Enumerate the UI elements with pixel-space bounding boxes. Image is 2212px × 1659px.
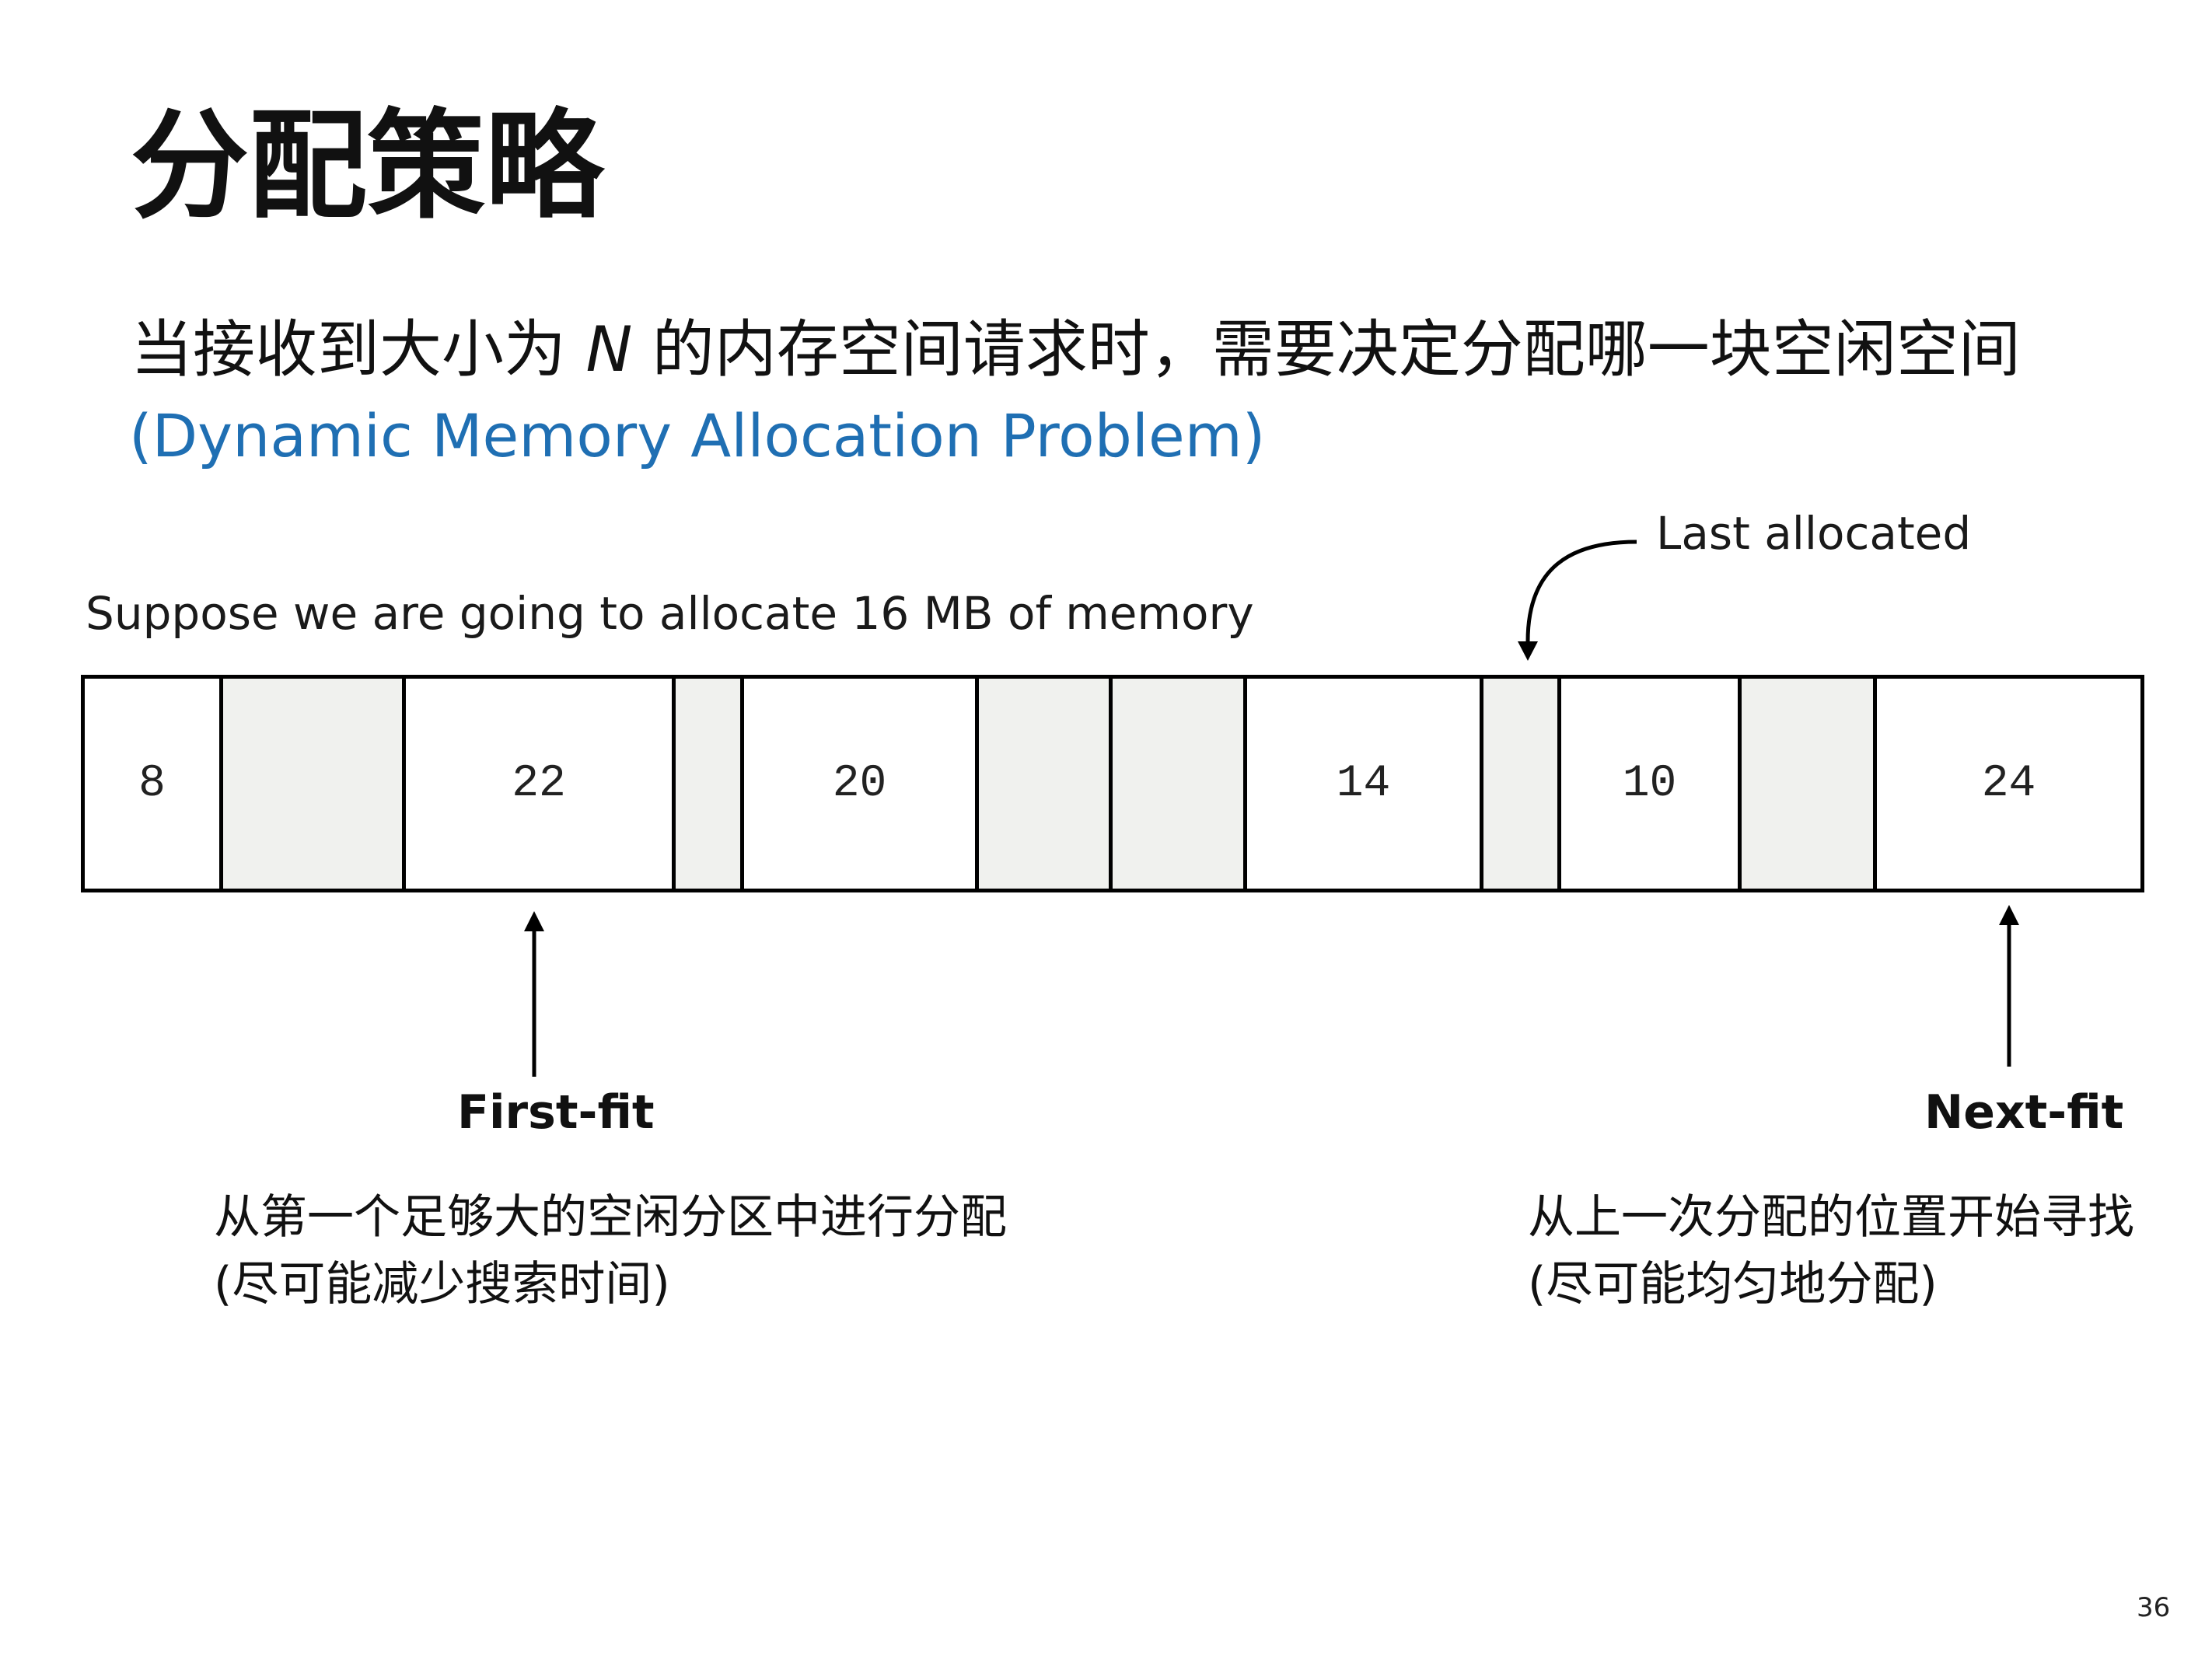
subtitle: (Dynamic Memory Allocation Problem) (129, 401, 1266, 470)
question-variable: N (585, 313, 633, 386)
page-title: 分配策略 (131, 97, 603, 235)
next-fit-arrowhead (1999, 905, 2019, 925)
question-text: 当接收到大小为 N 的内存空间请求时，需要决定分配哪一块空闲空间 (131, 313, 2021, 387)
suppose-text: Suppose we are going to allocate 16 MB o… (86, 587, 1254, 640)
memory-block-free: 20 (740, 679, 975, 889)
last-allocated-label: Last allocated (1656, 507, 1972, 560)
memory-block-free: 22 (402, 679, 672, 889)
question-after: 的内存空间请求时，需要决定分配哪一块空闲空间 (632, 313, 2021, 386)
first-fit-arrowhead (524, 911, 544, 931)
memory-block-free: 10 (1557, 679, 1738, 889)
first-fit-note: (尽可能减少搜索时间) (214, 1257, 670, 1311)
memory-block-used (1109, 679, 1243, 889)
last-allocated-arrowhead (1518, 641, 1538, 661)
memory-block-used (1480, 679, 1557, 889)
question-before: 当接收到大小为 (131, 313, 586, 386)
memory-block-used (219, 679, 402, 889)
memory-block-free: 24 (1873, 679, 2140, 889)
memory-block-free: 14 (1243, 679, 1480, 889)
first-fit-label: First-fit (457, 1085, 655, 1140)
next-fit-note: (尽可能均匀地分配) (1528, 1257, 1938, 1311)
next-fit-label: Next-fit (1924, 1085, 2124, 1140)
memory-block-free: 8 (85, 679, 219, 889)
memory-bar: 8 22 20 14 10 24 (81, 675, 2144, 892)
first-fit-description: 从第一个足够大的空闲分区中进行分配 (214, 1190, 1007, 1245)
next-fit-description: 从上一次分配的位置开始寻找 (1528, 1190, 2134, 1245)
last-allocated-arrow (1525, 540, 1637, 642)
memory-block-used (1738, 679, 1873, 889)
page-number: 36 (2137, 1592, 2171, 1623)
memory-block-used (672, 679, 740, 889)
memory-block-used (975, 679, 1109, 889)
